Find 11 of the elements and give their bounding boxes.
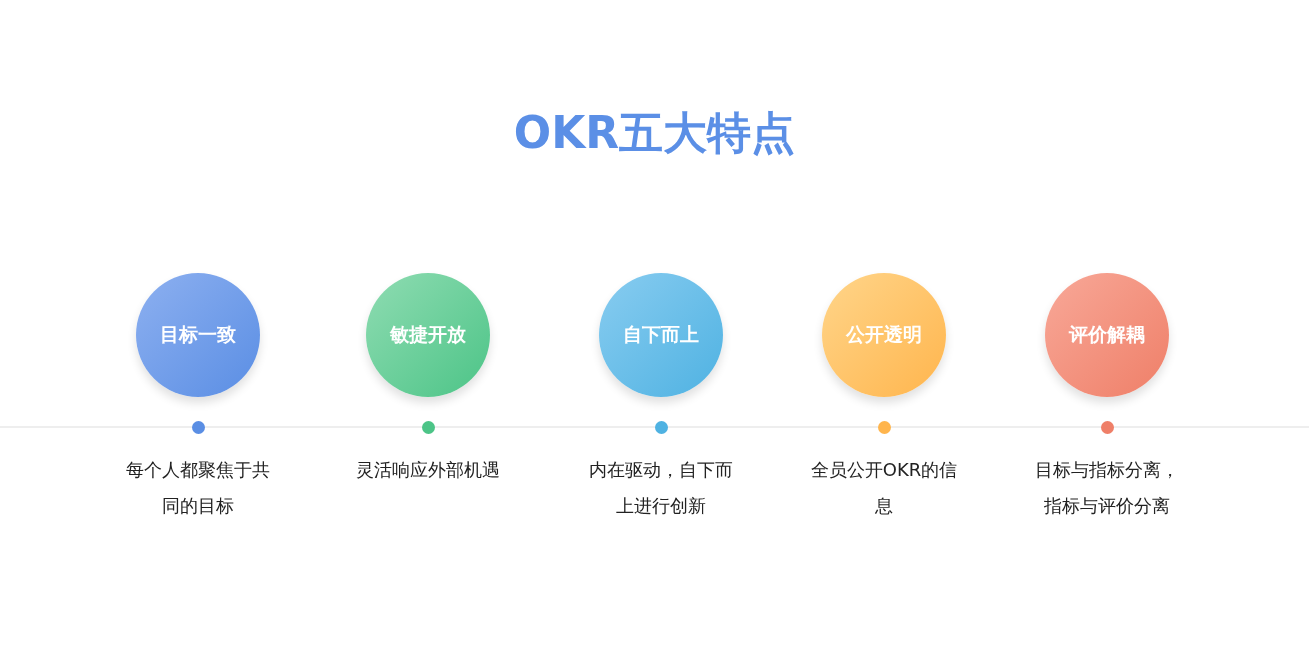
feature-description: 目标与指标分离，指标与评价分离 [1034, 458, 1180, 518]
feature-label: 公开透明 [846, 322, 922, 347]
feature-label: 敏捷开放 [390, 322, 466, 347]
feature-label: 目标一致 [160, 322, 236, 347]
feature-description: 灵活响应外部机遇 [355, 458, 501, 482]
feature-label: 自下而上 [623, 322, 699, 347]
feature-description: 每个人都聚焦于共同的目标 [125, 458, 271, 518]
feature-description: 内在驱动，自下而上进行创新 [588, 458, 734, 518]
feature-description: 全员公开OKR的信息 [809, 458, 959, 518]
feature-label: 评价解耦 [1069, 322, 1145, 347]
title: OKR五大特点 [512, 106, 797, 160]
